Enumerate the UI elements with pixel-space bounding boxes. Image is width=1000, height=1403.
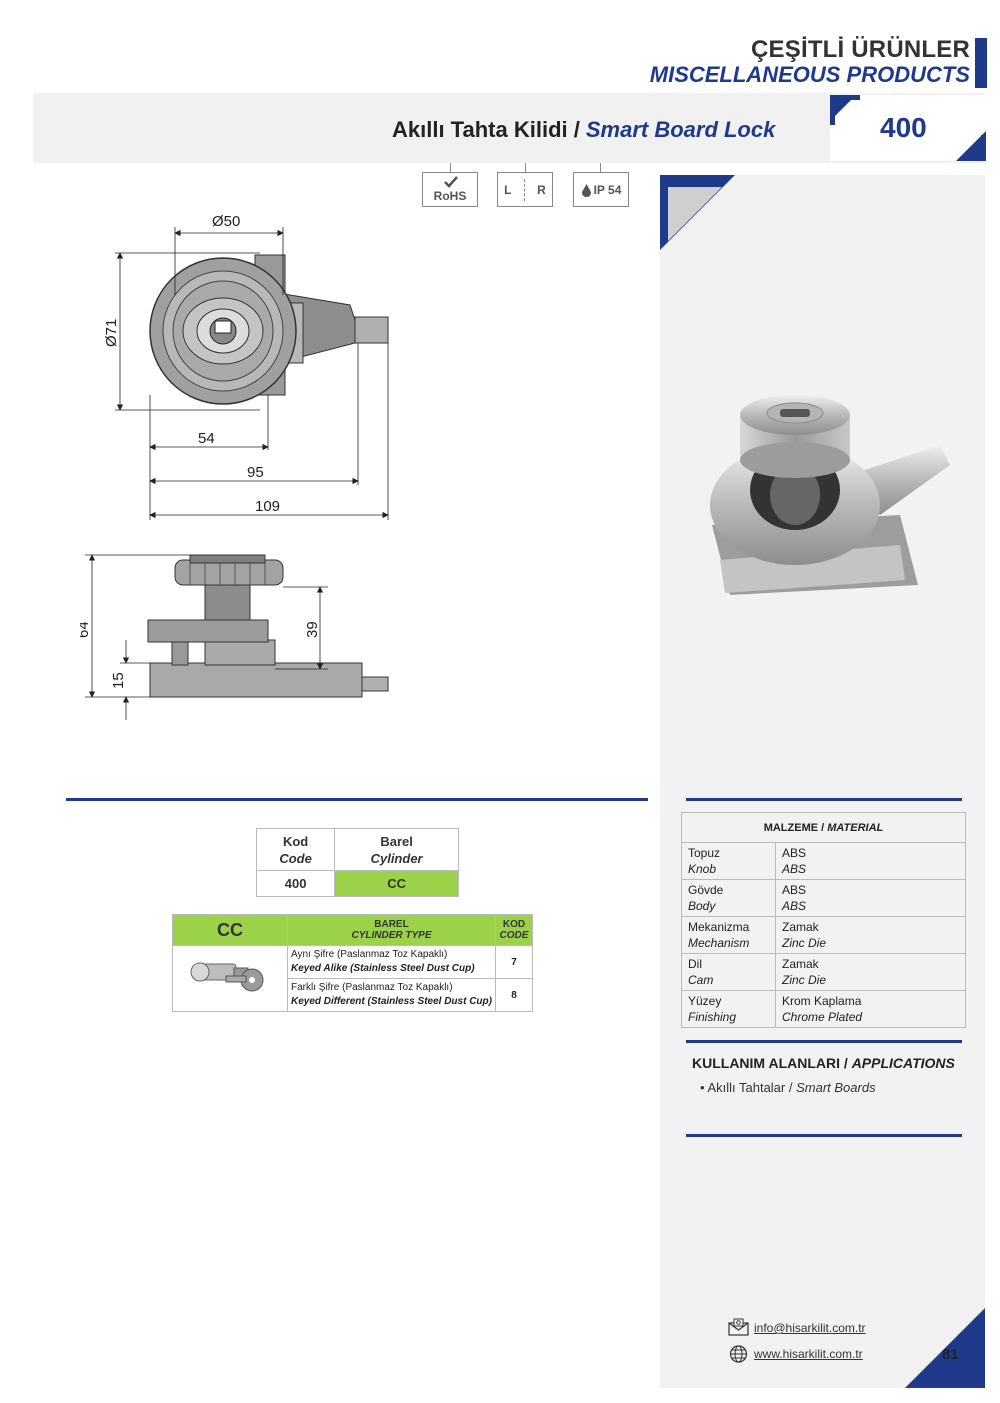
dim-64: 64 <box>80 621 92 638</box>
product-title-tr: Akıllı Tahta Kilidi / <box>392 117 580 142</box>
option-code: 7 <box>495 945 533 979</box>
email-icon <box>728 1318 749 1336</box>
left-right-icon: L R <box>497 172 553 207</box>
product-title: Akıllı Tahta Kilidi /Smart Board Lock <box>392 117 775 143</box>
option-code: 8 <box>495 978 533 1012</box>
left-label: L <box>504 182 512 197</box>
dim-39: 39 <box>304 621 321 638</box>
globe-icon <box>729 1345 748 1363</box>
divider-right <box>686 1134 962 1137</box>
icon-tick <box>525 163 526 173</box>
category-title-en: MISCELLANEOUS PRODUCTS <box>649 62 970 87</box>
cylinder-key-image <box>190 962 264 992</box>
cylinder-image-cell <box>172 945 288 1012</box>
technical-drawing: Ø50 Ø71 54 95 109 64 39 15 <box>80 213 389 720</box>
panel-corner-accent <box>905 1308 985 1388</box>
ip-rating-icon: IP 54 <box>573 172 629 207</box>
dim-95: 95 <box>247 464 264 481</box>
dim-15: 15 <box>110 672 127 689</box>
icon-tick <box>600 163 601 173</box>
divider <box>523 178 525 201</box>
option-keyed-alike: Aynı Şifre (Paslanmaz Toz Kapaklı)Keyed … <box>287 945 496 979</box>
material-header: MALZEME / MATERIAL <box>681 812 966 843</box>
divider-left <box>66 798 648 801</box>
product-code: 400 <box>880 112 927 143</box>
cylinder-type-code: CC <box>172 914 288 946</box>
dim-54: 54 <box>198 430 215 447</box>
product-photo <box>710 395 950 595</box>
rohs-label: RoHS <box>433 188 467 203</box>
product-code-box <box>830 95 986 161</box>
right-panel <box>660 175 985 1388</box>
code-value: 400 <box>255 870 336 897</box>
email-link[interactable]: info@hisarkilit.com.tr <box>754 1321 866 1335</box>
dim-109: 109 <box>255 498 280 515</box>
divider-right <box>686 1040 962 1043</box>
cylinder-value: CC <box>334 870 459 897</box>
option-keyed-different: Farklı Şifre (Paslanmaz Toz Kapaklı)Keye… <box>287 978 496 1012</box>
category-title-tr: ÇEŞİTLİ ÜRÜNLER <box>751 36 970 63</box>
panel-corner-accent <box>660 175 735 250</box>
applications-title: KULLANIM ALANLARI / APPLICATIONS <box>692 1055 955 1071</box>
dim-diameter-71: Ø71 <box>103 319 120 347</box>
title-band <box>33 93 985 163</box>
website-link[interactable]: www.hisarkilit.com.tr <box>754 1347 863 1361</box>
corner-accents <box>830 95 986 161</box>
dim-diameter-50: Ø50 <box>212 213 240 230</box>
page-number: 81 <box>942 1346 959 1363</box>
divider-right <box>686 798 962 801</box>
right-label: R <box>537 182 546 197</box>
rohs-icon: RoHS <box>422 172 478 207</box>
side-view <box>147 554 389 698</box>
top-view <box>149 254 389 405</box>
icon-tick <box>450 163 451 173</box>
category-accent-bar <box>975 38 987 88</box>
product-title-en: Smart Board Lock <box>585 117 776 142</box>
ip-label: IP 54 <box>593 182 622 197</box>
applications-item: • Akıllı Tahtalar / Smart Boards <box>700 1080 876 1095</box>
